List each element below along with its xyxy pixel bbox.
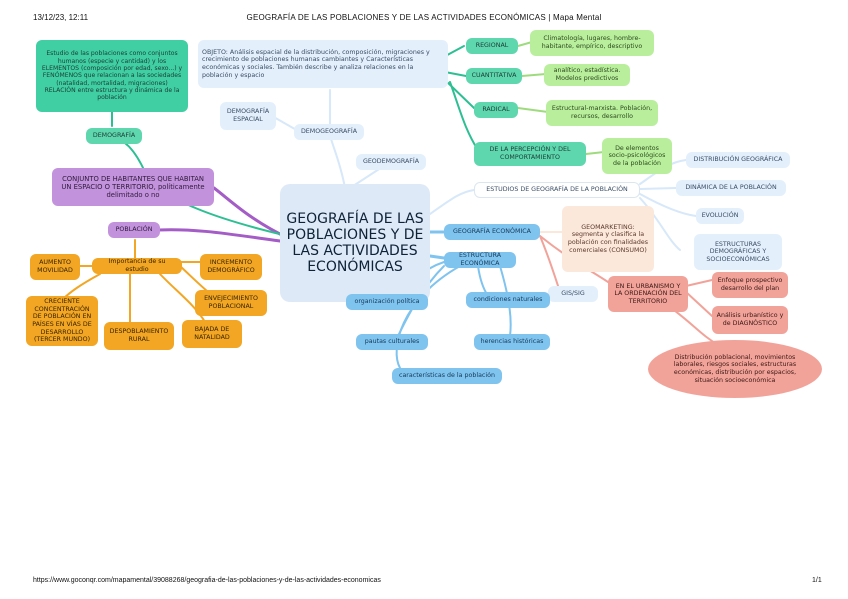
node-gis[interactable]: GIS/SIG [548, 286, 598, 302]
node-dinamica[interactable]: DINÁMICA DE LA POBLACIÓN [676, 180, 786, 196]
node-creciente-concentracion[interactable]: CRECIENTE CONCENTRACIÓN DE POBLACIÓN EN … [26, 296, 98, 346]
link-urb-analisis [685, 291, 713, 317]
link-estreco-caracteristicas [395, 265, 461, 369]
node-incremento-demografico[interactable]: INCREMENTO DEMOGRÁFICO [200, 254, 262, 280]
node-distribucion[interactable]: DISTRIBUCIÓN GEOGRÁFICA [686, 152, 790, 168]
node-radical-desc[interactable]: Estructural-marxista. Población, recurso… [546, 100, 658, 126]
node-pautas-culturales[interactable]: pautas culturales [356, 334, 428, 350]
node-cuantitativa-desc[interactable]: analítico, estadística. Modelos predicti… [544, 64, 630, 86]
link-estudios-evolucion [639, 193, 697, 217]
node-analisis-urbanistico[interactable]: Análisis urbanístico y de DIAGNÓSTICO [712, 306, 788, 334]
link-central-estreco [428, 254, 446, 260]
node-demogeografia[interactable]: DEMOGEOGRAFÍA [294, 124, 364, 140]
link-central-conjunto [212, 186, 290, 240]
node-percepcion[interactable]: DE LA PERCEPCIÓN Y DEL COMPORTAMIENTO [474, 142, 586, 166]
node-envejecimiento[interactable]: ENVEJECIMIENTO POBLACIONAL [195, 290, 267, 316]
link-central-estudios [429, 189, 475, 215]
page-url[interactable]: https://www.goconqr.com/mapamental/39088… [33, 577, 381, 584]
node-enfoque-prospectivo[interactable]: Enfoque prospectivo desarrollo del plan [712, 272, 788, 298]
node-aumento-movilidad[interactable]: AUMENTO MOVILIDAD [30, 254, 80, 280]
link-radical-desc [517, 107, 549, 113]
node-caracteristicas-poblacion[interactable]: características de la población [392, 368, 502, 384]
link-cuant-desc [521, 73, 547, 77]
node-geodemografia[interactable]: GEODEMOGRAFÍA [356, 154, 426, 170]
node-regional-desc[interactable]: Climatología, lugares, hombre-habitante,… [530, 30, 654, 56]
node-geomarketing[interactable]: GEOMARKETING: segmenta y clasifica la po… [562, 206, 654, 272]
node-percepcion-desc[interactable]: De elementos socio-psicológicos de la po… [602, 138, 672, 174]
link-objeto-radical [444, 79, 475, 109]
node-estudio-poblaciones[interactable]: Estudio de las poblaciones como conjunto… [36, 40, 188, 112]
node-urbanismo[interactable]: EN EL URBANISMO Y LA ORDENACIÓN DEL TERR… [608, 276, 688, 312]
link-percep-desc [585, 151, 605, 155]
node-poblacion[interactable]: POBLACIÓN [108, 222, 160, 238]
link-objeto-cuantitativa [444, 71, 467, 77]
link-regional-desc [517, 41, 533, 47]
link-estudios-dinamica [639, 187, 677, 190]
node-demografia[interactable]: DEMOGRAFÍA [86, 128, 142, 144]
link-urb-enfoque [685, 279, 713, 287]
central-topic[interactable]: GEOGRAFÍA DE LAS POBLACIONES Y DE LAS AC… [280, 184, 430, 302]
node-conjunto-habitantes[interactable]: CONJUNTO DE HABITANTES QUE HABITAN UN ES… [52, 168, 214, 206]
node-objeto[interactable]: OBJETO: Análisis espacial de la distribu… [198, 40, 448, 88]
page-number: 1/1 [812, 577, 822, 584]
node-estudios-geografia[interactable]: ESTUDIOS DE GEOGRAFÍA DE LA POBLACIÓN [474, 182, 640, 198]
node-evolucion[interactable]: EVOLUCIÓN [696, 208, 744, 224]
page-title: GEOGRAFÍA DE LAS POBLACIONES Y DE LAS AC… [246, 13, 602, 22]
node-estructura-economica[interactable]: ESTRUCTURA ECONÓMICA [444, 252, 516, 268]
node-demografia-espacial[interactable]: DEMOGRAFÍA ESPACIAL [220, 102, 276, 130]
link-central-poblacion [156, 228, 290, 244]
print-datetime: 13/12/23, 12:11 [33, 13, 89, 22]
node-bubble-urbanismo[interactable]: Distribución poblacional, movimientos la… [648, 340, 822, 398]
node-herencias-historicas[interactable]: herencias históricas [474, 334, 550, 350]
link-objeto-percepcion [449, 81, 479, 151]
link-imp-bajada [159, 273, 206, 323]
node-condiciones-naturales[interactable]: condiciones naturales [466, 292, 550, 308]
node-estructuras[interactable]: ESTRUCTURAS DEMOGRÁFICAS Y SOCIOECONÓMIC… [694, 234, 782, 270]
node-radical[interactable]: RADICAL [474, 102, 518, 118]
node-bajada-natalidad[interactable]: BAJADA DE NATALIDAD [182, 320, 242, 348]
node-regional[interactable]: REGIONAL [466, 38, 518, 54]
node-despoblamiento-rural[interactable]: DESPOBLAMIENTO RURAL [104, 322, 174, 350]
node-geografia-economica[interactable]: GEOGRAFÍA ECONÓMICA [444, 224, 540, 240]
node-importancia-estudio[interactable]: Importancia de su estudio [92, 258, 182, 274]
node-organizacion-politica[interactable]: organización política [346, 294, 428, 310]
link-estudios-estructuras [639, 197, 681, 251]
node-cuantitativa[interactable]: CUANTITATIVA [466, 68, 522, 84]
link-central-demogeo [329, 133, 346, 189]
